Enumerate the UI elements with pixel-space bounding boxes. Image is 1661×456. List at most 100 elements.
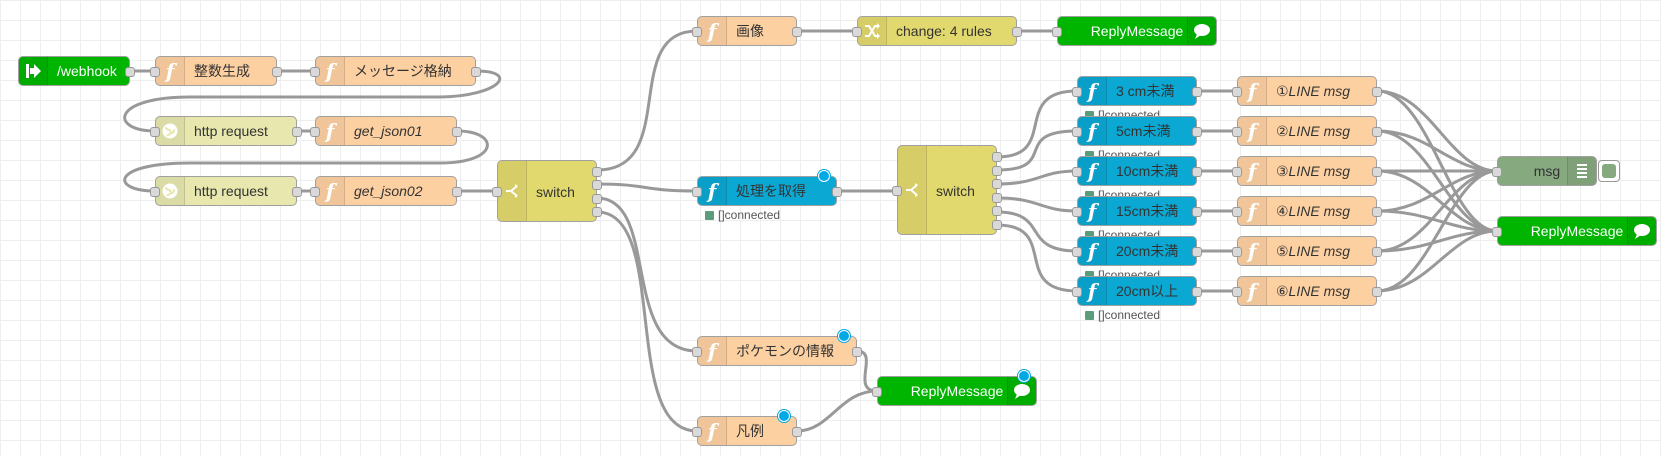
input-port[interactable] bbox=[150, 187, 160, 197]
output-port[interactable] bbox=[1192, 127, 1202, 137]
node-label: 3 cm未満 bbox=[1116, 83, 1175, 99]
output-port[interactable] bbox=[992, 165, 1002, 176]
output-port[interactable] bbox=[471, 67, 481, 77]
output-port[interactable] bbox=[992, 152, 1002, 162]
node-reply2[interactable]: ReplyMessage bbox=[1492, 216, 1657, 246]
input-port[interactable] bbox=[692, 27, 702, 37]
output-port[interactable] bbox=[592, 180, 602, 191]
output-port[interactable] bbox=[592, 193, 602, 204]
input-port[interactable] bbox=[1072, 87, 1082, 97]
input-port[interactable] bbox=[1492, 227, 1502, 237]
input-port[interactable] bbox=[852, 27, 862, 37]
output-port[interactable] bbox=[1192, 287, 1202, 297]
node-http2[interactable]: http request bbox=[150, 176, 302, 206]
node-reply1[interactable]: ReplyMessage bbox=[1052, 16, 1217, 46]
output-port[interactable] bbox=[832, 187, 842, 197]
input-port[interactable] bbox=[1232, 207, 1242, 217]
output-port[interactable] bbox=[1372, 87, 1382, 97]
output-port[interactable] bbox=[1192, 87, 1202, 97]
input-port[interactable] bbox=[1052, 27, 1062, 37]
node-label: get_json01 bbox=[354, 123, 423, 139]
input-port[interactable] bbox=[150, 67, 160, 77]
output-port[interactable] bbox=[292, 187, 302, 197]
output-port[interactable] bbox=[125, 67, 135, 77]
input-port[interactable] bbox=[1072, 127, 1082, 137]
input-port[interactable] bbox=[1232, 167, 1242, 177]
node-http1[interactable]: http request bbox=[150, 116, 302, 146]
output-port[interactable] bbox=[992, 206, 1002, 217]
input-port[interactable] bbox=[1072, 207, 1082, 217]
output-port[interactable] bbox=[1372, 287, 1382, 297]
output-port[interactable] bbox=[852, 347, 862, 357]
output-port[interactable] bbox=[992, 192, 1002, 203]
input-port[interactable] bbox=[692, 187, 702, 197]
output-port[interactable] bbox=[1012, 27, 1022, 37]
node-switch2[interactable]: switch bbox=[892, 145, 1002, 235]
node-change[interactable]: change: 4 rules bbox=[852, 16, 1022, 46]
output-port[interactable] bbox=[992, 179, 1002, 190]
input-port[interactable] bbox=[150, 127, 160, 137]
input-port[interactable] bbox=[692, 427, 702, 437]
input-port[interactable] bbox=[1072, 167, 1082, 177]
node-switch1[interactable]: switch bbox=[492, 160, 602, 222]
output-port[interactable] bbox=[592, 207, 602, 218]
output-port[interactable] bbox=[592, 166, 602, 177]
output-port[interactable] bbox=[272, 67, 282, 77]
output-port[interactable] bbox=[1372, 247, 1382, 257]
input-port[interactable] bbox=[692, 347, 702, 357]
input-port[interactable] bbox=[892, 186, 902, 196]
input-port[interactable] bbox=[1072, 247, 1082, 257]
output-port[interactable] bbox=[452, 127, 462, 137]
input-port[interactable] bbox=[1072, 287, 1082, 297]
output-port[interactable] bbox=[1192, 167, 1202, 177]
status-dot-icon bbox=[1085, 311, 1094, 320]
output-port[interactable] bbox=[1192, 247, 1202, 257]
input-port[interactable] bbox=[872, 387, 882, 397]
output-port[interactable] bbox=[292, 127, 302, 137]
output-port[interactable] bbox=[1372, 167, 1382, 177]
input-port[interactable] bbox=[310, 187, 320, 197]
input-port[interactable] bbox=[1232, 87, 1242, 97]
output-port[interactable] bbox=[992, 220, 1002, 230]
output-port[interactable] bbox=[792, 27, 802, 37]
status-dot-icon bbox=[1085, 231, 1094, 240]
node-reply3[interactable]: ReplyMessage bbox=[872, 370, 1037, 406]
input-port[interactable] bbox=[1232, 287, 1242, 297]
output-port[interactable] bbox=[452, 187, 462, 197]
function-icon: f bbox=[1238, 237, 1267, 265]
node-debug[interactable]: msg bbox=[1492, 156, 1620, 186]
output-port[interactable] bbox=[792, 427, 802, 437]
input-port[interactable] bbox=[310, 127, 320, 137]
input-port[interactable] bbox=[1232, 127, 1242, 137]
input-port[interactable] bbox=[310, 67, 320, 77]
input-port[interactable] bbox=[1492, 167, 1502, 177]
input-port[interactable] bbox=[1232, 247, 1242, 257]
output-port[interactable] bbox=[1372, 127, 1382, 137]
node-webhook[interactable]: /webhook bbox=[18, 56, 135, 86]
output-port[interactable] bbox=[1192, 207, 1202, 217]
input-port[interactable] bbox=[492, 187, 502, 197]
debug-toggle-button[interactable] bbox=[1598, 160, 1620, 182]
output-port[interactable] bbox=[1372, 207, 1382, 217]
